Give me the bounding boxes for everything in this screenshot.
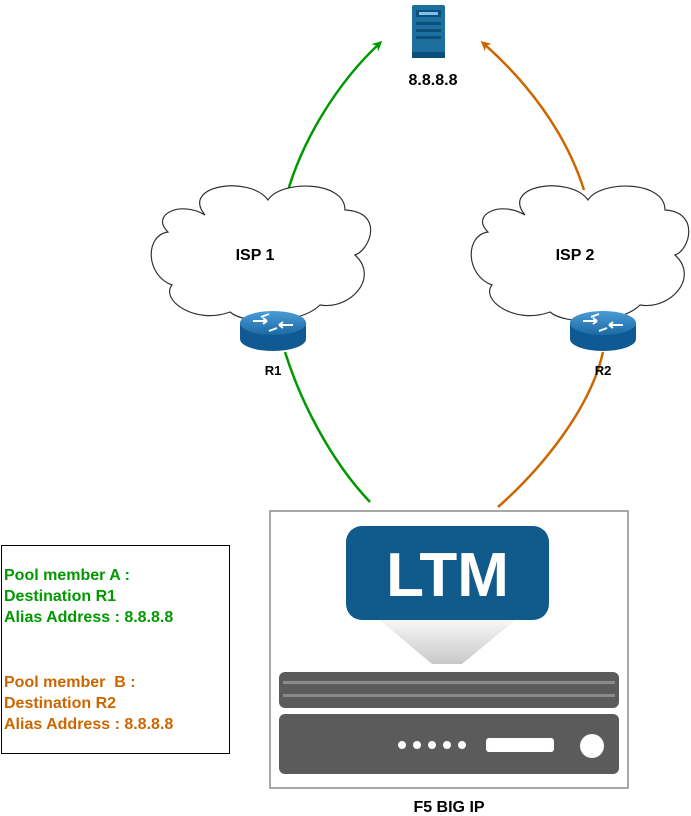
pool-a-destination: Destination R1 <box>4 588 117 605</box>
f5-device: LTM <box>269 510 629 789</box>
pool-a-title: Pool member A : <box>4 567 130 584</box>
router-r2-label: R2 <box>595 363 612 378</box>
isp1-label: ISP 1 <box>236 247 275 264</box>
pool-b-destination: Destination R2 <box>4 695 117 712</box>
isp1-cloud <box>150 185 372 322</box>
router-r2-icon <box>570 311 636 351</box>
path-f5-to-r1 <box>283 351 371 503</box>
pool-b-title: Pool member B : <box>4 674 136 691</box>
isp2-cloud <box>470 185 690 322</box>
pool-members-note: Pool member A : Destination R1 Alias Add… <box>1 545 230 754</box>
server-icon <box>412 5 445 58</box>
pool-a-alias: Alias Address : 8.8.8.8 <box>4 609 174 626</box>
ltm-badge-label: LTM <box>386 541 509 610</box>
server-address: 8.8.8.8 <box>409 72 458 89</box>
pool-b-alias: Alias Address : 8.8.8.8 <box>4 716 174 733</box>
router-r1-label: R1 <box>265 363 282 378</box>
path-f5-to-r2 <box>497 351 605 508</box>
path-isp2-to-server <box>480 41 586 191</box>
isp2-label: ISP 2 <box>556 247 595 264</box>
path-isp1-to-server <box>282 40 383 206</box>
router-r1-icon <box>240 311 306 351</box>
device-caption: F5 BIG IP <box>413 799 484 816</box>
spacer <box>4 628 229 672</box>
